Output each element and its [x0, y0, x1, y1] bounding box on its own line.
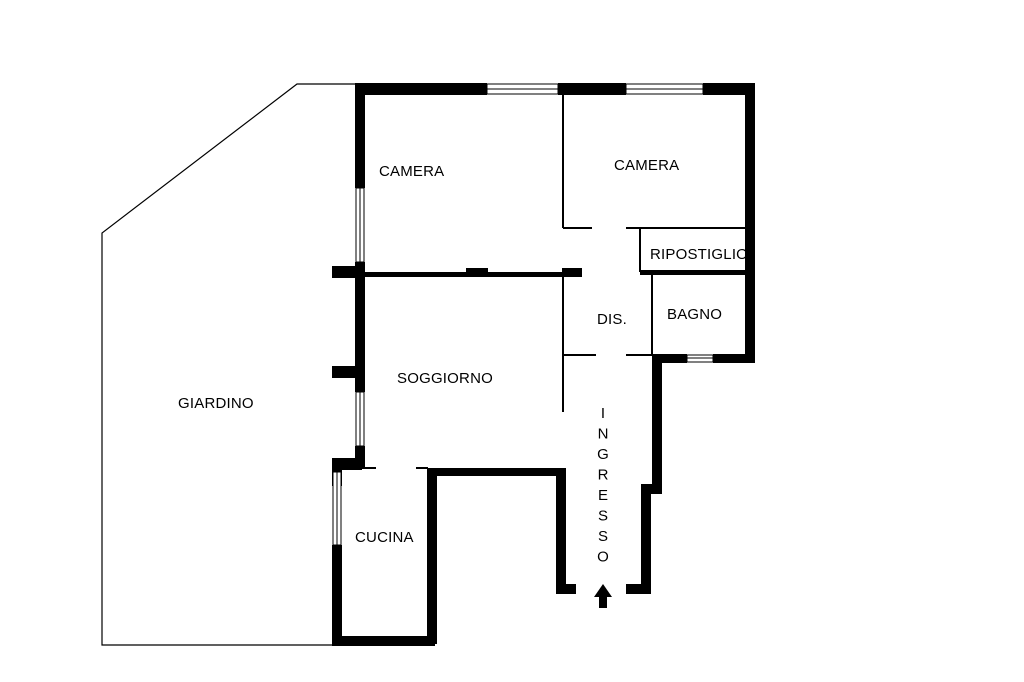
room-label-camera-left: CAMERA [379, 163, 444, 180]
room-label-dis: DIS. [597, 311, 627, 328]
garden-outline [101, 83, 355, 646]
room-label-ripostiglio: RIPOSTIGLIO [650, 246, 748, 263]
interior-walls [360, 268, 582, 277]
entrance-label-letter: I [601, 405, 605, 422]
room-label-giardino: GIARDINO [178, 395, 254, 412]
windows [332, 83, 714, 546]
room-label-bagno: BAGNO [667, 306, 722, 323]
entrance-label-letter: S [598, 508, 608, 525]
entrance-label-letter: R [598, 467, 609, 484]
thin-walls [362, 95, 755, 469]
entrance-label-letter: G [597, 446, 609, 463]
entrance-label-letter: E [598, 487, 608, 504]
entrance-label-letter: S [598, 528, 608, 545]
outer-walls [332, 83, 755, 646]
entrance-label-letter: O [597, 549, 609, 566]
up-arrow-icon [594, 584, 612, 608]
room-label-cucina: CUCINA [355, 529, 414, 546]
room-label-camera-right: CAMERA [614, 157, 679, 174]
entrance-label-letter: N [598, 426, 609, 443]
room-label-soggiorno: SOGGIORNO [397, 370, 493, 387]
